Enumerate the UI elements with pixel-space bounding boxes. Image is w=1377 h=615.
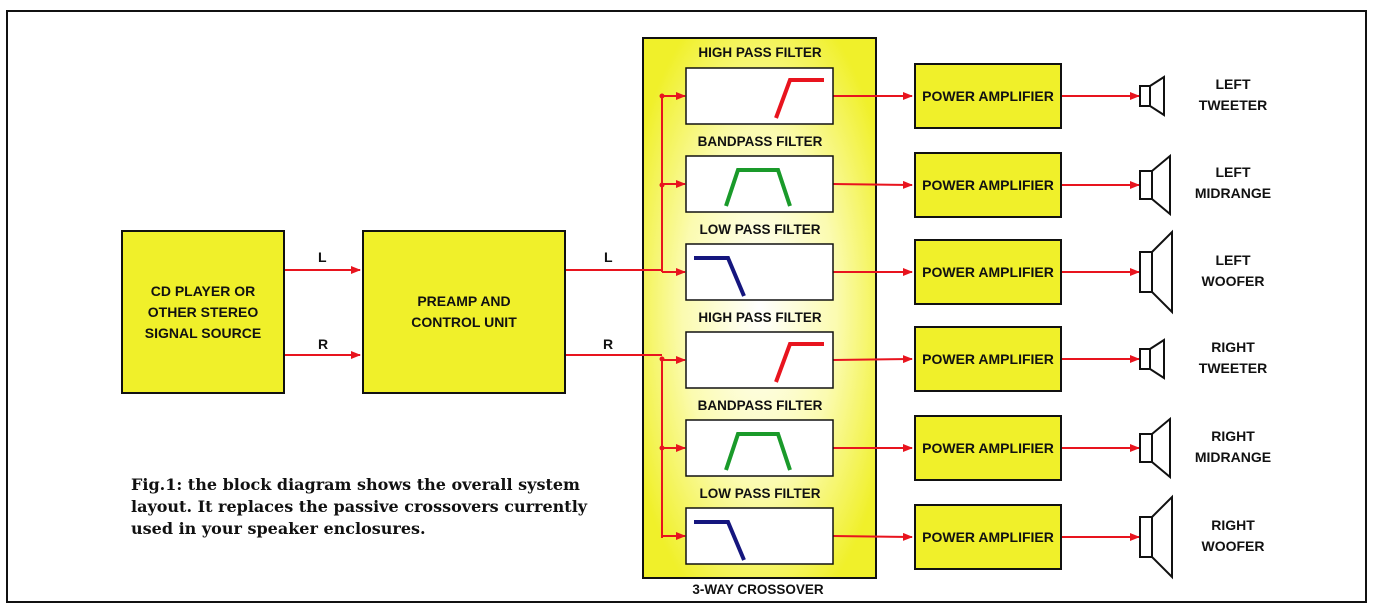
filter-response-curve-1 xyxy=(724,168,792,207)
speaker-magnet-2 xyxy=(1139,251,1153,293)
speaker-side-4: RIGHT xyxy=(1211,428,1255,444)
filter-box-0 xyxy=(685,67,834,125)
filter-label-0: HIGH PASS FILTER xyxy=(698,45,822,60)
speaker-magnet-5 xyxy=(1139,516,1153,558)
signal-label-left-2: L xyxy=(604,249,613,265)
filter-boxes xyxy=(685,67,834,565)
source-block: CD PLAYER OR OTHER STEREO SIGNAL SOURCE xyxy=(121,230,285,394)
filter-response-curve-2 xyxy=(694,256,746,297)
speaker-magnet-4 xyxy=(1139,433,1153,463)
speaker-type-4: MIDRANGE xyxy=(1194,449,1272,465)
filter-response-curve-0 xyxy=(774,78,824,119)
wire-filter-amp-1 xyxy=(832,180,913,189)
filter-label-3: HIGH PASS FILTER xyxy=(698,310,822,325)
signal-wires xyxy=(285,92,1140,541)
speaker-label-1: LEFT MIDRANGE xyxy=(1178,162,1288,204)
figure-caption: Fig.1: the block diagram shows the overa… xyxy=(131,475,588,538)
power-amplifier-1: POWER AMPLIFIER xyxy=(914,152,1062,218)
speaker-side-1: LEFT xyxy=(1215,164,1251,180)
speaker-type-0: TWEETER xyxy=(1198,97,1268,113)
filter-label-5: LOW PASS FILTER xyxy=(699,486,821,501)
filter-label-1: BANDPASS FILTER xyxy=(697,134,823,149)
wire-filter-amp-3 xyxy=(832,355,913,364)
speaker-type-5: WOOFER xyxy=(1201,538,1265,554)
preamp-line-1: PREAMP AND xyxy=(417,293,511,309)
speaker-side-0: LEFT xyxy=(1215,76,1251,92)
speaker-cone-5 xyxy=(1151,494,1173,580)
filter-label-2: LOW PASS FILTER xyxy=(699,222,821,237)
speaker-cone-3 xyxy=(1149,338,1165,380)
filter-response-curve-4 xyxy=(724,432,792,471)
signal-label-left-1: L xyxy=(318,249,327,265)
speaker-cone-1 xyxy=(1151,153,1171,217)
signal-label-right-1: R xyxy=(318,336,329,352)
speaker-type-1: MIDRANGE xyxy=(1194,185,1272,201)
preamp-line-2: CONTROL UNIT xyxy=(411,314,517,330)
source-line-2: OTHER STEREO xyxy=(147,303,259,320)
speaker-label-0: LEFT TWEETER xyxy=(1178,74,1288,116)
crossover-label: 3-WAY CROSSOVER xyxy=(692,582,824,597)
power-amplifier-5: POWER AMPLIFIER xyxy=(914,504,1062,570)
filter-box-3 xyxy=(685,331,834,389)
filter-response-curve-3 xyxy=(774,342,824,383)
speaker-magnet-1 xyxy=(1139,170,1153,200)
wire-filter-amp-5 xyxy=(832,532,913,541)
crossover-panel xyxy=(642,37,877,579)
filter-box-5 xyxy=(685,507,834,565)
speaker-cone-2 xyxy=(1151,229,1173,315)
speaker-type-2: WOOFER xyxy=(1201,273,1265,289)
filter-response-curve-5 xyxy=(694,520,746,561)
speaker-side-3: RIGHT xyxy=(1211,339,1255,355)
speaker-cone-0 xyxy=(1149,75,1165,117)
filter-box-1 xyxy=(685,155,834,213)
speaker-icons xyxy=(1139,75,1173,580)
speaker-label-2: LEFT WOOFER xyxy=(1178,250,1288,292)
speaker-label-5: RIGHT WOOFER xyxy=(1178,515,1288,557)
power-amplifier-0: POWER AMPLIFIER xyxy=(914,63,1062,129)
power-amplifier-2: POWER AMPLIFIER xyxy=(914,239,1062,305)
signal-label-right-2: R xyxy=(603,336,614,352)
preamp-block: PREAMP AND CONTROL UNIT xyxy=(362,230,566,394)
filter-label-4: BANDPASS FILTER xyxy=(697,398,823,413)
speaker-cone-4 xyxy=(1151,416,1171,480)
filter-box-2 xyxy=(685,243,834,301)
power-amplifier-4: POWER AMPLIFIER xyxy=(914,415,1062,481)
speaker-magnet-0 xyxy=(1139,85,1151,107)
speaker-magnet-3 xyxy=(1139,348,1151,370)
speaker-label-3: RIGHT TWEETER xyxy=(1178,337,1288,379)
speaker-side-5: RIGHT xyxy=(1211,517,1255,533)
source-line-1: CD PLAYER OR xyxy=(150,282,256,299)
power-amplifier-3: POWER AMPLIFIER xyxy=(914,326,1062,392)
filter-box-4 xyxy=(685,419,834,477)
speaker-type-3: TWEETER xyxy=(1198,360,1268,376)
speaker-side-2: LEFT xyxy=(1215,252,1251,268)
source-line-3: SIGNAL SOURCE xyxy=(144,324,262,341)
speaker-label-4: RIGHT MIDRANGE xyxy=(1178,426,1288,468)
